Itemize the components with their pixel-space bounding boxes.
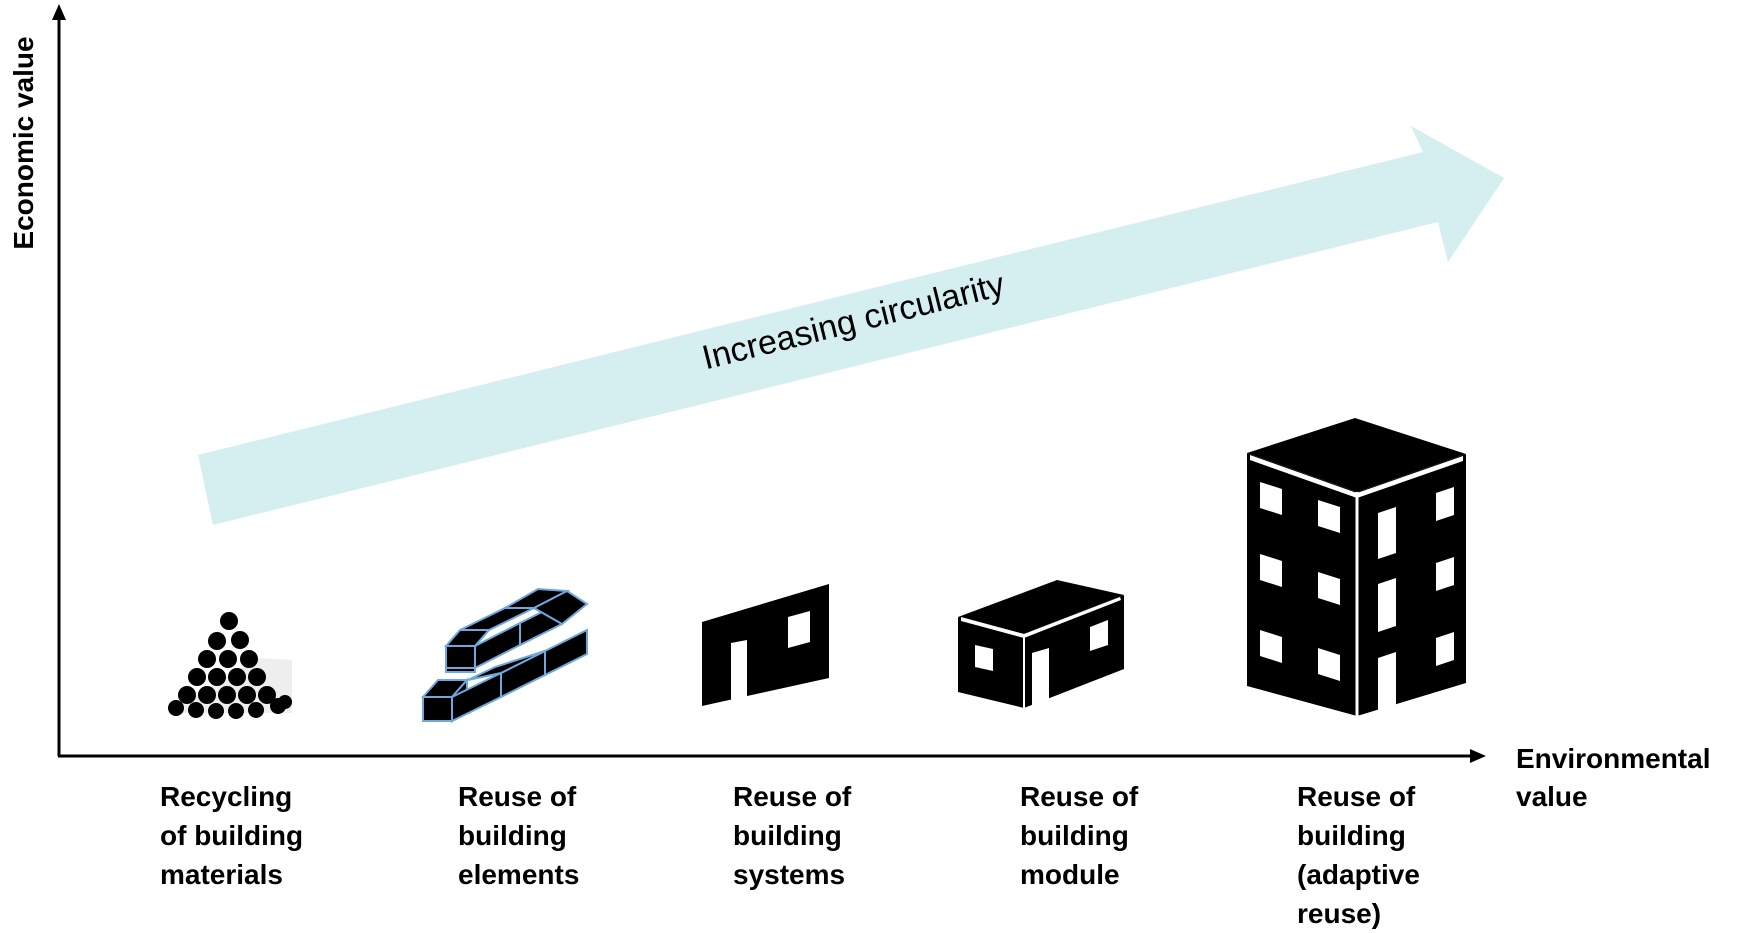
x-axis-label: Environmental value (1516, 743, 1711, 812)
rubble-pile-icon (168, 612, 292, 719)
circularity-arrow-shape (198, 126, 1504, 525)
wall-panel-icon (702, 584, 829, 706)
category-label-reuse-systems: Reuse of building systems (733, 781, 852, 890)
y-axis-arrowhead (52, 4, 66, 20)
axes (52, 4, 1486, 763)
bricks-icon (420, 587, 589, 724)
x-axis-arrowhead (1470, 749, 1486, 763)
building-module-icon (958, 580, 1124, 708)
category-label-reuse-module: Reuse of building module (1020, 781, 1139, 890)
category-label-adaptive-reuse: Reuse of building (adaptive reuse) (1297, 781, 1420, 929)
y-axis-label: Economic value (8, 36, 39, 250)
category-label-recycling-materials: Recycling of building materials (160, 781, 304, 890)
multi-storey-building-icon (1247, 418, 1466, 716)
category-label-reuse-elements: Reuse of building elements (458, 781, 580, 890)
